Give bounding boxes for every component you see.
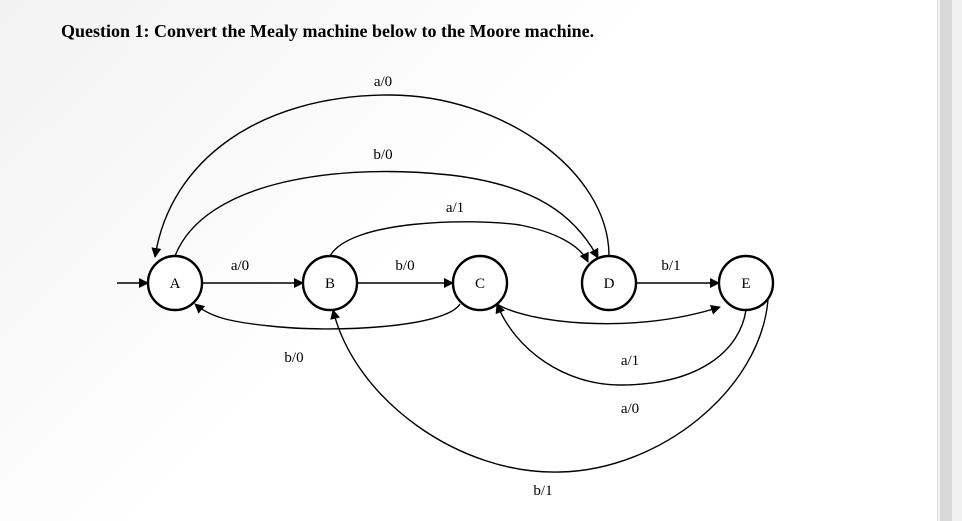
edge-e-to-b [330,299,769,473]
mealy-machine-diagram: A B C D E a/0 b/0 b/0 a/1 b/0 a/1 a/0 b/1 a/0 b/1 [117,74,775,499]
state-label-d: D [604,276,615,292]
edge-label-c-a: b/0 [284,350,303,366]
state-label-e: E [741,276,750,292]
edge-a-to-d [174,170,599,259]
state-b [301,254,359,312]
edge-label-e-b: b/1 [533,483,552,499]
question-title: Question 1: Convert the Mealy machine be… [61,21,595,41]
edge-c-to-e [496,303,721,325]
scrollbar-thumb[interactable] [940,0,952,521]
edge-b-to-d [329,221,589,263]
edge-label-d-a: a/0 [374,74,392,90]
vertical-scrollbar[interactable] [937,0,962,521]
edge-label-a-b: a/0 [231,258,249,274]
state-a [146,254,204,312]
state-label-c: C [475,276,485,292]
edge-c-to-a [194,303,461,330]
edge-d-to-a [151,94,610,258]
edge-label-e-c: a/0 [621,401,639,417]
edge-e-to-c [495,303,747,386]
edge-label-a-d: b/0 [373,147,392,163]
state-label-a: A [170,276,181,292]
state-e [717,254,775,312]
edge-label-b-c: b/0 [395,258,414,274]
edge-label-b-d: a/1 [446,200,464,216]
edge-label-d-e: b/1 [661,258,680,274]
state-label-b: B [325,276,335,292]
edge-label-c-e: a/1 [621,353,639,369]
state-d [580,254,638,312]
state-c [451,254,509,312]
